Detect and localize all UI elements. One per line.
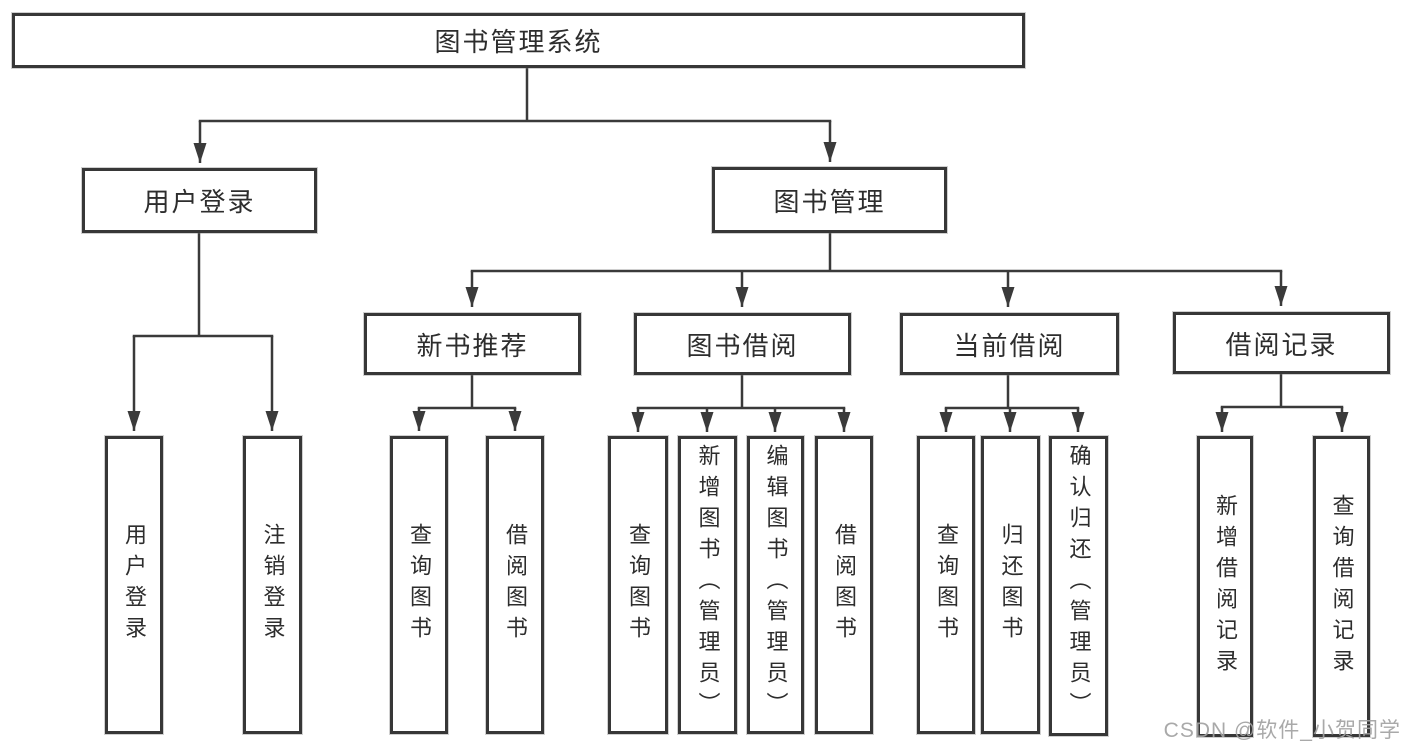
node-label: 借阅记录 (1225, 329, 1338, 360)
leaf-label: 借阅图书 (832, 523, 857, 647)
node-library-management-system: 图书管理系统 (12, 13, 1025, 68)
leaf-borrow-borrow-books: 借阅图书 (815, 436, 873, 734)
node-new-book-recommend: 新书推荐 (364, 313, 581, 375)
node-book-management: 图书管理 (712, 167, 947, 233)
leaf-label: 查询图书 (626, 523, 651, 647)
node-label: 图书管理 (773, 186, 886, 217)
node-current-borrow: 当前借阅 (900, 313, 1119, 375)
node-label: 当前借阅 (953, 330, 1066, 361)
leaf-label: 查询借阅记录 (1329, 493, 1355, 680)
leaf-current-query-books: 查询图书 (917, 436, 975, 734)
leaf-borrow-edit-books-admin: 编辑图书（管理员） (747, 436, 804, 734)
leaf-current-return-books: 归还图书 (981, 436, 1040, 734)
leaf-newbook-query-books: 查询图书 (390, 436, 448, 734)
leaf-label: 新增借阅记录 (1213, 493, 1238, 680)
leaf-label: 注销登录 (260, 523, 286, 647)
leaf-label: 归还图书 (998, 523, 1024, 647)
leaf-label: 查询图书 (934, 523, 959, 647)
watermark: CSDN @软件_小贺同学 (1163, 719, 1401, 742)
node-book-borrow: 图书借阅 (634, 313, 851, 375)
node-label: 图书借阅 (686, 330, 799, 361)
node-user-login: 用户登录 (82, 168, 317, 233)
leaf-label: 编辑图书（管理员） (763, 444, 789, 723)
leaf-user-login: 用户登录 (105, 436, 163, 734)
node-label: 新书推荐 (416, 330, 529, 361)
leaf-label: 新增图书（管理员） (695, 444, 721, 723)
leaf-current-confirm-return-admin: 确认归还（管理员） (1049, 436, 1108, 736)
leaf-records-add-record: 新增借阅记录 (1197, 436, 1253, 737)
leaf-borrow-add-books-admin: 新增图书（管理员） (678, 436, 737, 734)
leaf-newbook-borrow-books: 借阅图书 (486, 436, 544, 734)
leaf-logout: 注销登录 (243, 436, 302, 734)
node-label: 图书管理系统 (434, 27, 603, 57)
leaf-records-query-record: 查询借阅记录 (1313, 436, 1370, 737)
leaf-label: 借阅图书 (503, 523, 528, 647)
node-borrow-records: 借阅记录 (1173, 312, 1390, 374)
leaf-label: 用户登录 (122, 523, 147, 647)
leaf-borrow-query-books: 查询图书 (608, 436, 668, 734)
node-label: 用户登录 (143, 187, 256, 217)
leaf-label: 查询图书 (407, 523, 432, 647)
leaf-label: 确认归还（管理员） (1066, 444, 1092, 723)
